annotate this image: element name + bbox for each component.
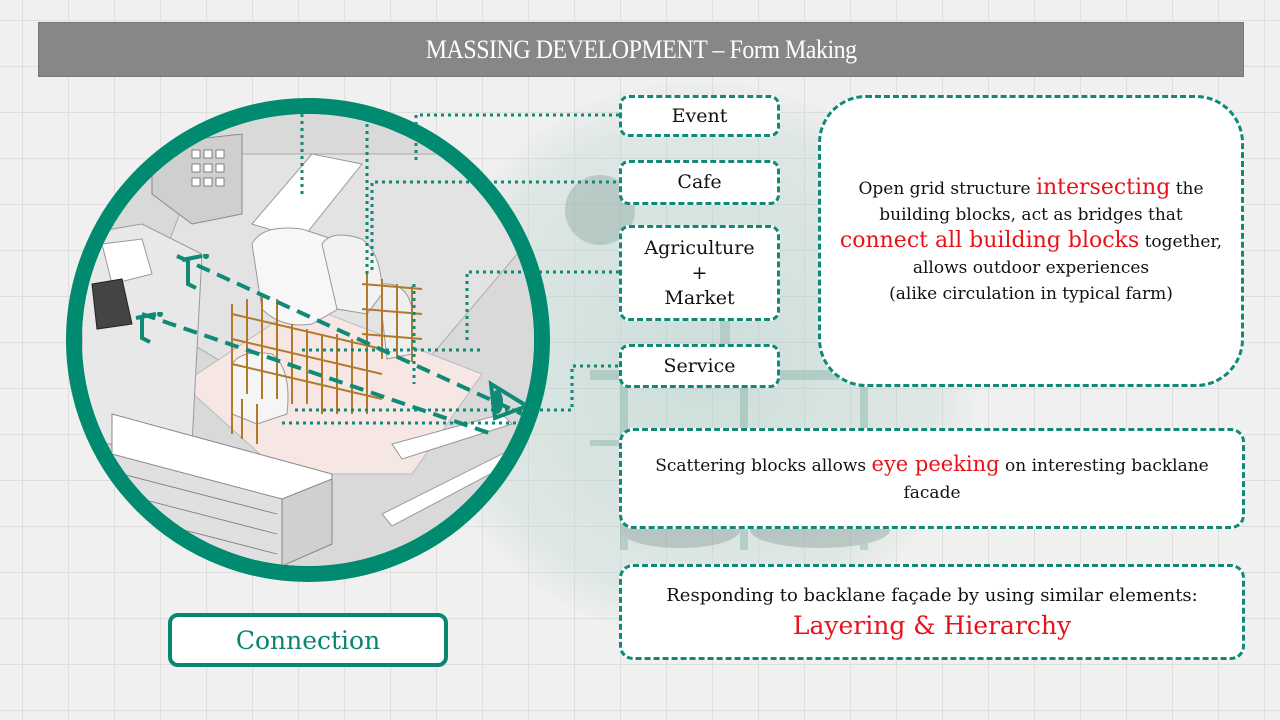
note-text-segment: the building blocks, act as bridges that [879,179,1204,225]
note-text: Scattering blocks allows eye peeking on … [632,451,1232,507]
tag-service: Service [619,344,780,388]
person-arrow-icon [181,254,209,290]
note-text-segment: Open grid structure [858,179,1036,199]
tag-label: Event [671,104,728,127]
tag-cafe: Cafe [619,160,780,205]
note-text: Responding to backlane façade by using s… [632,581,1232,644]
diagram-caption: Connection [168,613,448,667]
title-bar: MASSING DEVELOPMENT – Form Making [38,22,1244,77]
note-text: Open grid structure intersecting the bui… [835,175,1227,307]
note-text-segment: together, allows outdoor experiences [912,232,1223,278]
note-scattering-blocks: Scattering blocks allows eye peeking on … [619,428,1245,529]
caption-text: Connection [235,625,381,655]
tag-event: Event [619,95,780,137]
tag-agriculture-market: Agriculture + Market [619,225,780,321]
eye-icon [488,380,531,421]
note-open-grid: Open grid structure intersecting the bui… [818,95,1244,387]
note-highlight: Layering & Hierarchy [792,610,1072,640]
note-highlight: intersecting [1035,175,1171,200]
tag-label-line: Agriculture [644,236,755,259]
site-axonometric-diagram [66,98,550,582]
note-text-segment: Responding to backlane façade by using s… [666,584,1198,606]
tag-label-line: + [691,261,708,284]
note-text-segment: Scattering blocks allows [655,455,872,476]
note-highlight: eye peeking [871,451,1000,476]
note-text-segment: on interesting backlane facade [903,455,1209,503]
tag-label: Cafe [677,171,722,193]
page-title: MASSING DEVELOPMENT – Form Making [425,34,857,64]
tag-label-line: Market [664,286,735,309]
tag-label: Service [663,354,736,377]
person-arrow-icon [135,312,163,344]
note-backlane-facade: Responding to backlane façade by using s… [619,564,1245,660]
note-text-segment: (alike circulation in typical farm) [889,284,1173,304]
note-highlight: connect all building blocks [839,228,1140,253]
